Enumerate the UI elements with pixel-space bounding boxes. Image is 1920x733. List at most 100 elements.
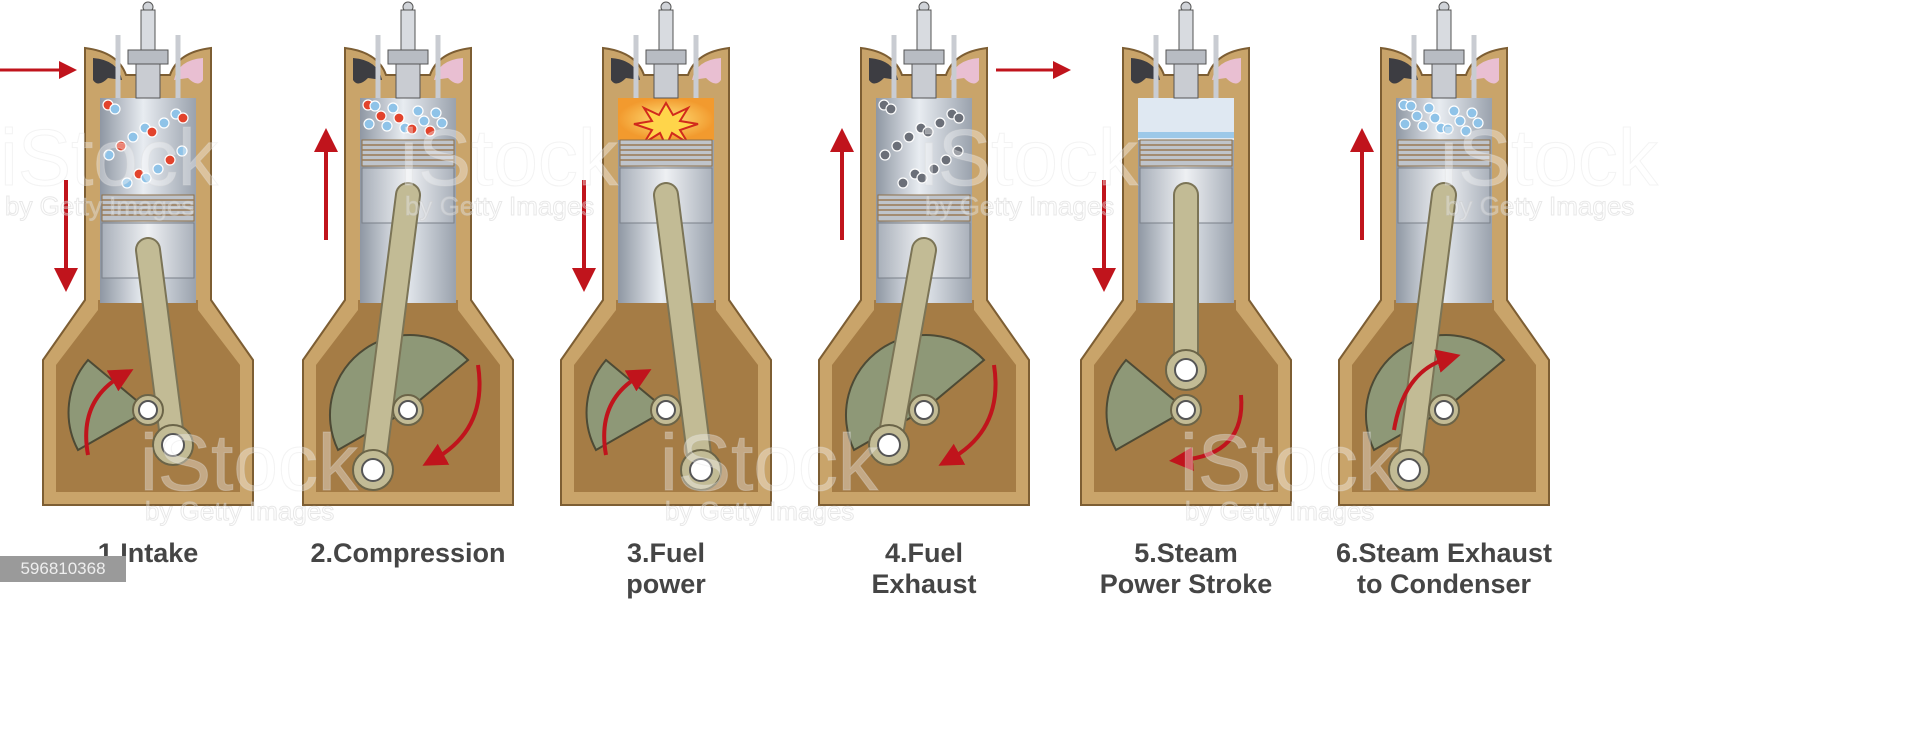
gas-particle <box>115 140 127 152</box>
spark-plug-icon <box>1423 1 1465 99</box>
gas-particle <box>127 131 139 143</box>
plug-nut <box>1423 49 1465 65</box>
crankshaft <box>1176 400 1196 420</box>
watermark-sub: by Getty Images <box>145 496 334 526</box>
watermark-sub: by Getty Images <box>925 191 1114 221</box>
crankshaft <box>656 400 676 420</box>
stage-label: 5.Steam <box>1134 538 1238 568</box>
connecting-rod <box>362 184 419 481</box>
exhaust-port <box>1212 58 1241 84</box>
crank-pin <box>161 433 185 457</box>
plug-insulator <box>1178 9 1194 51</box>
connecting-rod <box>878 239 935 456</box>
plug-insulator <box>140 9 156 51</box>
gas-particle <box>1405 100 1417 112</box>
spark-plug-icon <box>903 1 945 99</box>
exhaust-port <box>950 58 979 84</box>
crankshaft <box>398 400 418 420</box>
crank-pin <box>689 458 713 482</box>
crank-web <box>1364 334 1506 452</box>
spark-plug-icon <box>645 1 687 99</box>
plug-nut <box>387 49 429 65</box>
exhaust-port <box>1470 58 1499 84</box>
gas-particle <box>928 163 940 175</box>
gas-particle <box>387 102 399 114</box>
gas-particle <box>418 115 430 127</box>
engine-stage-6 <box>1338 1 1550 506</box>
image-id-badge: 596810368 <box>0 556 126 582</box>
gas-particle <box>103 149 115 161</box>
gas-particle <box>176 145 188 157</box>
watermark-logo: iStock <box>140 418 359 507</box>
plug-nut <box>645 49 687 65</box>
engine-stage-4 <box>818 1 1071 506</box>
gas-particle <box>1454 115 1466 127</box>
gas-particle <box>885 103 897 115</box>
crankshaft <box>138 400 158 420</box>
gas-particle <box>363 118 375 130</box>
rotation-arrow-icon <box>938 364 998 466</box>
intake-port <box>93 58 122 84</box>
watermark-logo: iStock <box>920 113 1139 202</box>
plug-thread <box>135 63 161 99</box>
stage-label-line2: power <box>626 569 706 599</box>
rotation-arrow-icon <box>602 369 652 456</box>
spark-plug-icon <box>387 1 429 99</box>
connecting-rod <box>1398 184 1455 481</box>
gas-particle <box>1417 120 1429 132</box>
cylinder-charge <box>878 99 965 189</box>
gas-particle <box>381 120 393 132</box>
gas-particle <box>436 117 448 129</box>
gas-particle <box>1448 105 1460 117</box>
piston-rings <box>619 139 713 167</box>
cylinder-charge <box>1398 99 1484 137</box>
gas-particle <box>121 177 133 189</box>
connecting-rod <box>655 184 712 481</box>
rotation-arrow-icon <box>84 369 134 456</box>
plug-insulator <box>658 9 674 51</box>
plug-nut <box>903 49 945 65</box>
stage-label-line2: to Condenser <box>1357 569 1532 599</box>
stage-label: 6.Steam Exhaust <box>1336 538 1552 568</box>
cylinder-charge <box>362 99 448 137</box>
plug-thread <box>395 63 421 99</box>
gas-particle <box>146 126 158 138</box>
gas-particle <box>934 117 946 129</box>
plug-insulator <box>916 9 932 51</box>
stage-label: 2.Compression <box>310 538 505 568</box>
spark-plug-icon <box>1165 1 1207 99</box>
crank-pin <box>1174 358 1198 382</box>
spark-plug-icon <box>127 1 169 99</box>
plug-nut <box>127 49 169 65</box>
gas-particle <box>412 105 424 117</box>
gas-particle <box>952 145 964 157</box>
gas-particle <box>430 107 442 119</box>
gas-particle <box>1411 110 1423 122</box>
plug-insulator <box>1436 9 1452 51</box>
gas-particle <box>375 110 387 122</box>
stage-label-line2: Power Stroke <box>1100 569 1273 599</box>
crank-web <box>1105 358 1188 452</box>
gas-particle <box>916 172 928 184</box>
crank-pin <box>361 458 385 482</box>
exhaust-port <box>692 58 721 84</box>
gas-particle <box>369 100 381 112</box>
rotation-arrow-icon <box>1392 349 1461 431</box>
gas-particle <box>109 103 121 115</box>
engine-stage-5 <box>1080 1 1292 506</box>
gas-particle <box>177 112 189 124</box>
gas-particle <box>1472 117 1484 129</box>
connecting-rod <box>137 239 184 456</box>
watermark-sub: by Getty Images <box>5 191 194 221</box>
cylinder-charge <box>618 98 714 149</box>
intake-port <box>1131 58 1160 84</box>
steam-layer <box>1138 132 1234 138</box>
rotation-arrow-icon <box>422 364 482 466</box>
plug-insulator <box>400 9 416 51</box>
watermark-logo: iStock <box>400 113 619 202</box>
watermark-sub: by Getty Images <box>1185 496 1374 526</box>
watermark-sub: by Getty Images <box>1445 191 1634 221</box>
plug-thread <box>1173 63 1199 99</box>
watermark-sub: by Getty Images <box>405 191 594 221</box>
gas-particle <box>1399 118 1411 130</box>
